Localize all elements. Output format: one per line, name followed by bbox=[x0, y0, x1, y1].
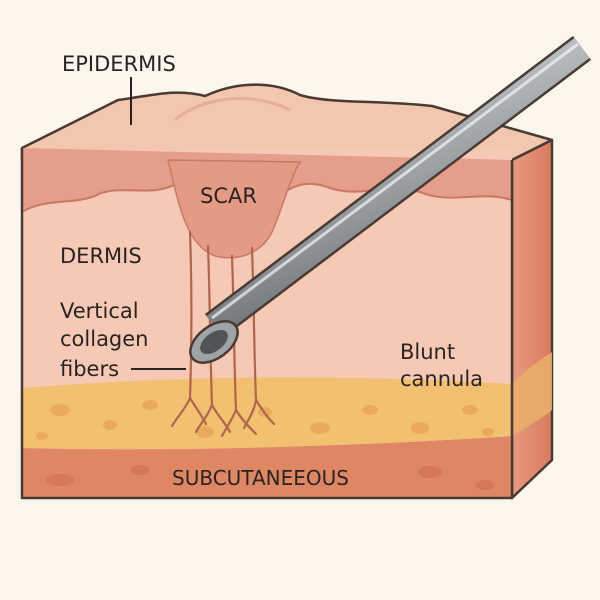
side-face bbox=[510, 138, 554, 500]
collagen-fibers-label-line1: Vertical bbox=[60, 299, 139, 323]
collagen-fibers-label-line2: collagen bbox=[60, 327, 149, 351]
block-outline bbox=[20, 148, 514, 500]
subcutaneous-label: SUBCUTANEEOUS bbox=[172, 466, 349, 490]
cannula-opening bbox=[200, 329, 228, 355]
dermis-label: DERMIS bbox=[60, 244, 142, 268]
scar-tissue bbox=[167, 159, 302, 259]
scar-label: SCAR bbox=[200, 184, 257, 208]
side-face-fat-band bbox=[512, 352, 552, 436]
blunt-cannula-label-line2: cannula bbox=[400, 367, 483, 391]
fat-globules bbox=[36, 400, 494, 440]
subcutaneous-texture bbox=[46, 465, 495, 490]
blunt-cannula bbox=[189, 36, 592, 364]
scar-surface-ridge bbox=[174, 97, 291, 122]
collagen-fibers-label-line3: fibers bbox=[60, 357, 119, 381]
epidermis-top-surface bbox=[20, 83, 554, 162]
subcutaneous-layer bbox=[22, 436, 512, 498]
blunt-cannula-label-line1: Blunt bbox=[400, 340, 455, 364]
epidermis-label: EPIDERMIS bbox=[62, 52, 176, 76]
